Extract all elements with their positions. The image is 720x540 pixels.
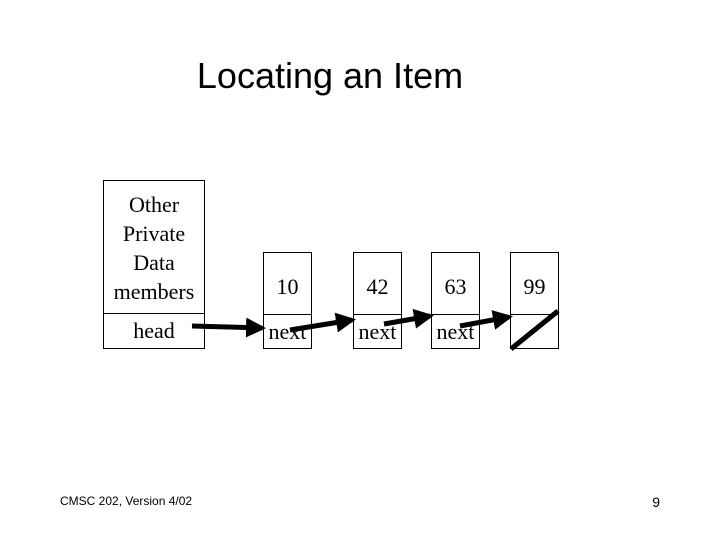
footer-course: CMSC 202, Version 4/02 xyxy=(60,494,193,508)
node-2-next-label: next xyxy=(358,318,397,344)
members-line-2: Private xyxy=(122,221,186,246)
node-1-next: next xyxy=(263,314,312,349)
node-4-next xyxy=(510,314,559,349)
node-3-next: next xyxy=(431,314,480,349)
private-members-box: Other Private Data members xyxy=(103,180,205,314)
head-label: head xyxy=(133,318,175,343)
slide-title: Locating an Item xyxy=(196,55,464,96)
node-2-value: 42 xyxy=(366,273,389,299)
node-3-next-label: next xyxy=(436,318,475,344)
node-4-data: 99 xyxy=(510,252,559,315)
members-line-3: Data xyxy=(133,250,175,275)
members-line-4: members xyxy=(113,279,195,304)
node-1-data: 10 xyxy=(263,252,312,315)
node-2-next: next xyxy=(353,314,402,349)
node-3-data: 63 xyxy=(431,252,480,315)
page-number: 9 xyxy=(652,494,660,510)
node-3-value: 63 xyxy=(444,273,467,299)
node-1-value: 10 xyxy=(276,273,299,299)
node-1-next-label: next xyxy=(268,318,307,344)
node-2-data: 42 xyxy=(353,252,402,315)
node-4-value: 99 xyxy=(523,273,546,299)
members-line-1: Other xyxy=(128,192,180,217)
head-box: head xyxy=(103,313,205,349)
